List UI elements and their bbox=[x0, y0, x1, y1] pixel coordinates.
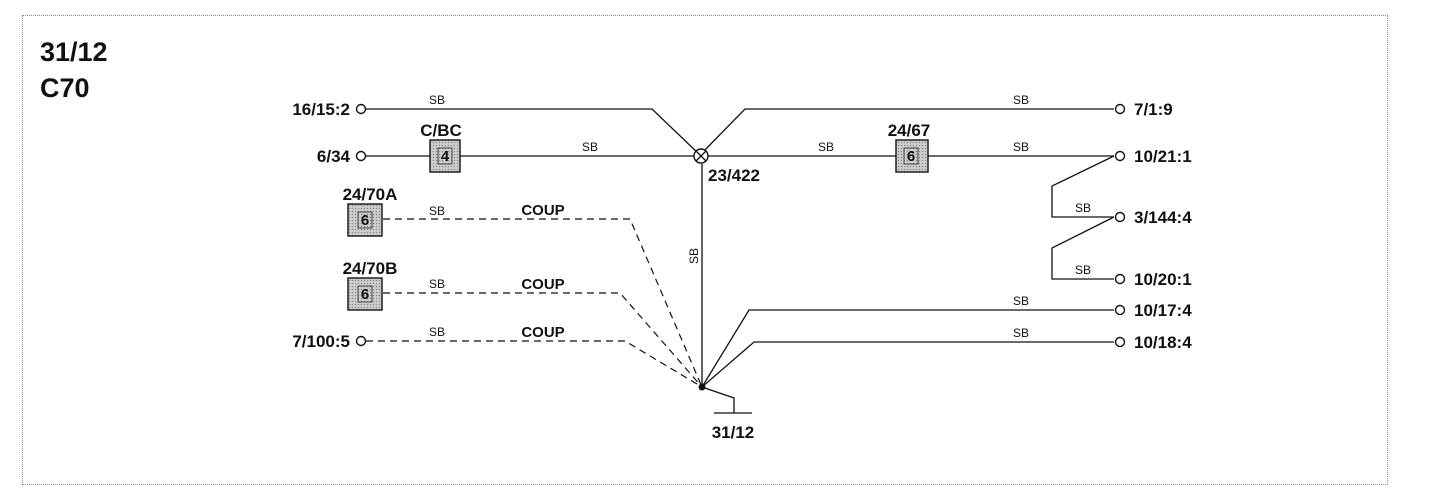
terminal-10-17-4 bbox=[1114, 304, 1126, 316]
connector-label-6-34: 6/34 bbox=[317, 147, 351, 166]
wire-7-100-5-coup bbox=[366, 340, 703, 388]
wire-color-sb: SB bbox=[1013, 294, 1029, 308]
wire-color-sb: SB bbox=[818, 140, 834, 154]
wire-color-sb: SB bbox=[429, 93, 445, 107]
wire-color-sb: SB bbox=[1013, 93, 1029, 107]
connector-label-7-100-5: 7/100:5 bbox=[292, 332, 350, 351]
terminal-7-1-9 bbox=[1114, 103, 1126, 115]
wire-color-sb: SB bbox=[1013, 140, 1029, 154]
relay-24-70b-label: 24/70B bbox=[343, 259, 398, 278]
component-24-70a: 6 24/70A bbox=[343, 185, 398, 237]
cbc-pin-box bbox=[437, 147, 453, 165]
wire-10-18-4 bbox=[701, 341, 1114, 388]
wire-color-sb: SB bbox=[429, 204, 445, 218]
ground-label: 31/12 bbox=[712, 423, 755, 442]
wire-2470b-coup bbox=[383, 292, 703, 388]
relay-24-70a-box bbox=[347, 203, 383, 237]
wire-color-sb: SB bbox=[1075, 201, 1091, 215]
connector-terminals bbox=[355, 103, 1126, 348]
cbc-label: C/BC bbox=[420, 121, 462, 140]
relay-24-70b-box bbox=[347, 277, 383, 311]
relay-24-70a-pin-box bbox=[357, 211, 373, 229]
relay-24-67-pin-box bbox=[903, 147, 919, 165]
ground-junction-dot bbox=[698, 383, 706, 391]
relay-24-70a-pin: 6 bbox=[361, 212, 369, 229]
wire-color-sb: SB bbox=[429, 277, 445, 291]
coup-wires bbox=[366, 218, 703, 388]
relay-24-67-pin: 6 bbox=[907, 148, 915, 165]
terminal-10-20-1 bbox=[1114, 273, 1126, 285]
solid-wires bbox=[366, 108, 1115, 388]
wire-10-17-4 bbox=[701, 309, 1114, 388]
relay-24-67-label: 24/67 bbox=[888, 121, 931, 140]
connector-label-10-21-1: 10/21:1 bbox=[1134, 147, 1192, 166]
connector-label-10-20-1: 10/20:1 bbox=[1134, 270, 1192, 289]
component-cbc: 4 C/BC bbox=[420, 121, 462, 173]
terminal-6-34 bbox=[355, 150, 367, 162]
relay-24-70b-pin-box bbox=[357, 285, 373, 303]
terminal-16-15-2 bbox=[355, 103, 367, 115]
diagram-frame bbox=[22, 15, 1388, 485]
cbc-pin: 4 bbox=[441, 148, 450, 165]
relay-24-67-box bbox=[895, 139, 929, 173]
coup-label: COUP bbox=[521, 276, 564, 293]
splice-symbol bbox=[693, 148, 709, 164]
title-line-2: C70 bbox=[40, 73, 90, 103]
wire-10-21-1-3-144-4 bbox=[1051, 155, 1115, 218]
cbc-box bbox=[429, 139, 461, 173]
terminal-10-21-1 bbox=[1114, 150, 1126, 162]
wire-16-15-2 bbox=[366, 108, 701, 156]
wire-color-sb: SB bbox=[429, 325, 445, 339]
page-title: 31/12 C70 bbox=[40, 34, 108, 106]
connector-label-10-18-4: 10/18:4 bbox=[1134, 333, 1192, 352]
connector-label-16-15-2: 16/15:2 bbox=[292, 100, 350, 119]
relay-24-70a-label: 24/70A bbox=[343, 185, 398, 204]
ground-symbol bbox=[701, 386, 752, 414]
coup-label: COUP bbox=[521, 324, 564, 341]
connector-label-10-17-4: 10/17:4 bbox=[1134, 301, 1192, 320]
wire-2470a-coup bbox=[383, 218, 703, 388]
title-line-1: 31/12 bbox=[40, 37, 108, 67]
splice-label: 23/422 bbox=[708, 166, 760, 185]
terminal-10-18-4 bbox=[1114, 336, 1126, 348]
coup-label: COUP bbox=[521, 202, 564, 219]
relay-24-70b-pin: 6 bbox=[361, 286, 369, 303]
terminal-3-144-4 bbox=[1114, 211, 1126, 223]
connector-label-3-144-4: 3/144:4 bbox=[1134, 208, 1192, 227]
connector-label-7-1-9: 7/1:9 bbox=[1134, 100, 1173, 119]
component-24-67: 6 24/67 bbox=[888, 121, 931, 173]
wire-3-144-4-10-20-1 bbox=[1051, 216, 1115, 280]
terminal-7-100-5 bbox=[355, 335, 367, 347]
wire-color-sb: SB bbox=[1075, 263, 1091, 277]
wire-color-sb-vertical: SB bbox=[687, 248, 701, 264]
component-24-70b: 6 24/70B bbox=[343, 259, 398, 311]
wire-color-sb: SB bbox=[582, 140, 598, 154]
wire-7-1-9 bbox=[699, 108, 1114, 156]
wire-color-sb: SB bbox=[1013, 326, 1029, 340]
